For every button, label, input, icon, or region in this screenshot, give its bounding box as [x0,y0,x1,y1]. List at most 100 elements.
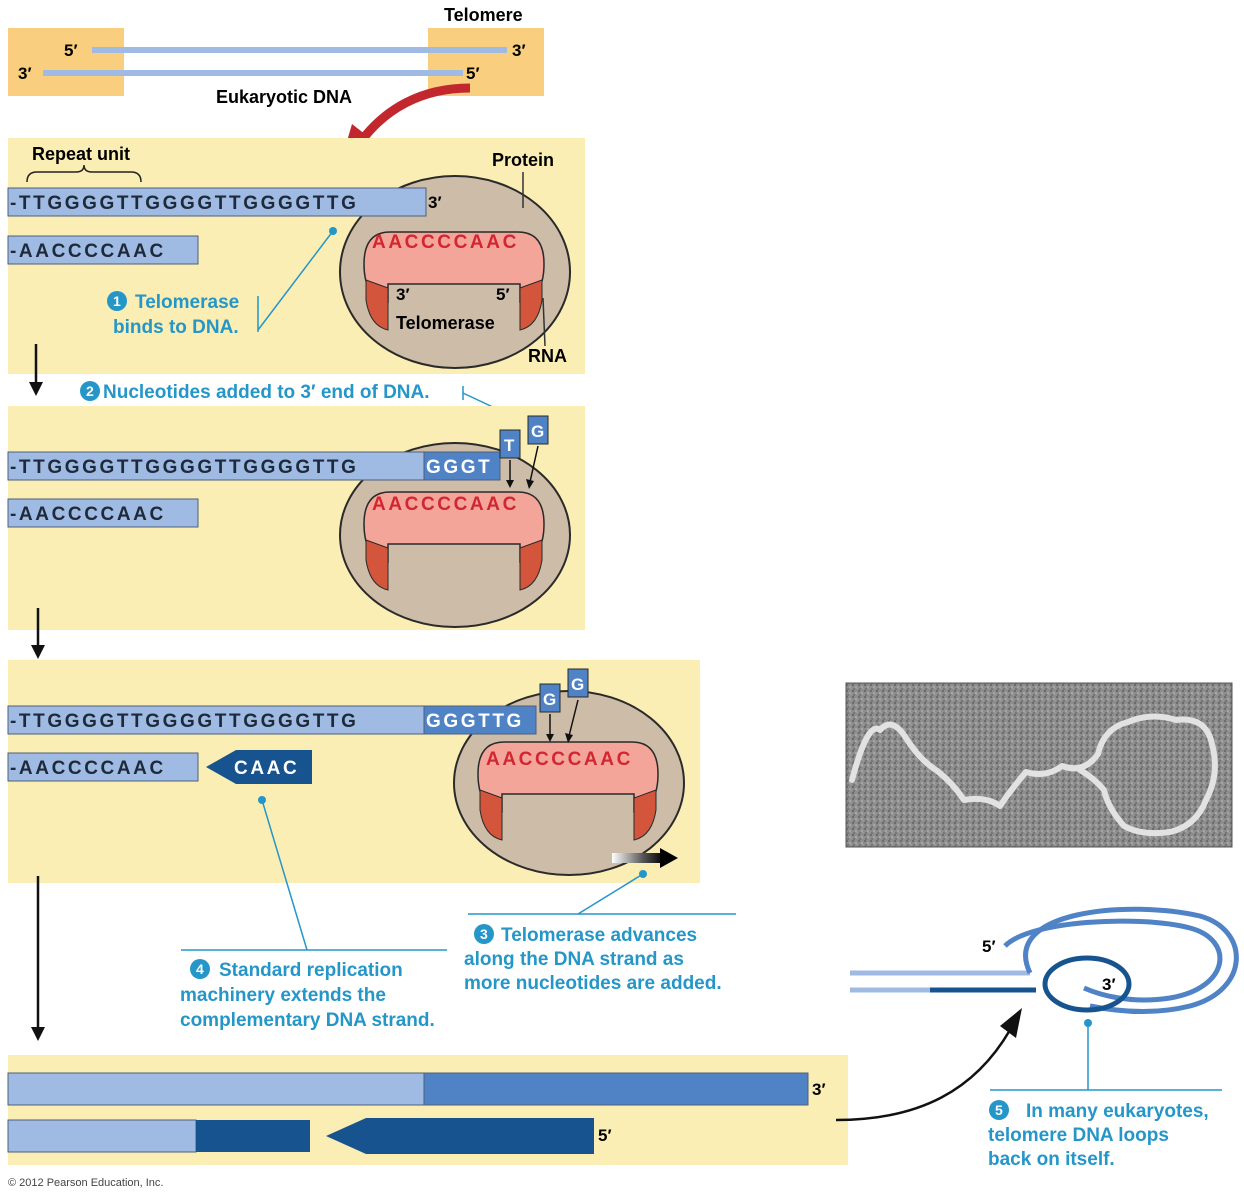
repeat-unit-label: Repeat unit [32,144,130,164]
step5-line1: In many eukaryotes, [1026,1101,1209,1122]
dna-top-strand-3 [7,705,425,735]
t-loop-schematic: 5′ 3′ [850,906,1239,1014]
eukaryotic-dna-label: Eukaryotic DNA [216,87,352,107]
advance-arrow-head [660,848,678,868]
step1-dot [329,227,337,235]
add-arrow-4 [568,699,579,737]
new-bases-3 [423,705,537,735]
incoming-nucleotide-G1-label: G [543,690,556,709]
rna-template-loop [363,231,545,303]
step1-number-badge [107,291,127,311]
dna-top-strand-2 [7,451,425,481]
incoming-nucleotide-T-label: T [504,436,515,455]
dna-strand-top [92,47,507,53]
step3-number-badge [474,924,494,944]
dna-top-three-prime: 3′ [428,193,442,212]
step-5: 5 In many eukaryotes, telomere DNA loops… [988,1019,1222,1170]
advance-arrow-shaft [612,853,664,863]
step5-number: 5 [995,1102,1003,1118]
incoming-nucleotide-T [499,429,521,459]
step1-line1: Telomerase [135,292,239,313]
down-arrow-3-head [31,1027,45,1041]
add-arrow-1-head [506,480,514,488]
step4-line1: Standard replication [219,960,403,981]
step-4: 4 Standard replication machinery extends… [180,796,447,1031]
new-bases-sequence-3: GGGTTG [426,711,524,732]
extended-bottom-new [196,1120,310,1152]
to-loop-arrow-head [1000,1008,1022,1038]
loop-three-prime: 3′ [1102,975,1116,994]
eukaryotic-dna-schematic: Telomere 5′ 3′ 3′ 5′ Eukaryotic DNA [8,5,544,165]
micrograph-frame [845,682,1233,848]
dna-top-sequence-1: -TTGGGGTTGGGGTTGGGGTTG [10,193,359,214]
incoming-nucleotide-G-label: G [531,422,544,441]
dna-top-sequence-2: -TTGGGGTTGGGGTTGGGGTTG [10,457,359,478]
incoming-nucleotide-G [527,415,549,445]
rna-template-loop-3 [477,741,659,813]
new-bases-2 [423,451,501,481]
primer-sequence: CAAC [234,758,299,779]
dna-bottom-sequence-3: -AACCCCAAC [10,758,166,779]
to-loop-arrow [835,1029,1012,1122]
zoom-arrow [358,83,471,143]
extended-bottom-five-prime: 5′ [598,1126,612,1145]
extended-top-new [423,1072,809,1106]
dna-bottom-strand-3 [7,752,199,782]
loop-d-loop [1042,955,1132,1013]
new-bases-sequence-2: GGGT [426,457,492,478]
rna-template-sequence-2: AACCCCAAC [372,494,519,515]
loop-inner [1003,918,1223,1003]
rna-template-loop-2 [363,491,545,563]
dna-bottom-strand-2 [7,498,199,528]
primer-arrow [206,750,312,784]
dna-top-strand-1 [7,187,427,217]
top-three-prime-right: 3′ [512,41,526,60]
loop-five-prime: 5′ [982,937,996,956]
copyright-notice: © 2012 Pearson Education, Inc. [8,1177,163,1189]
telomere-box-right [428,28,544,96]
rna-leader-line [542,297,546,347]
incoming-nucleotide-G2-label: G [571,675,584,694]
step2-number: 2 [86,383,94,399]
step4-leader [261,799,308,951]
down-arrow-2 [31,608,45,659]
dna-strand-bottom [43,70,463,76]
extended-bottom-old [7,1119,197,1153]
rna-three-prime: 3′ [396,285,410,304]
telomere-label: Telomere [444,5,523,25]
panel-2-adding: AACCCCAAC -TTGGGGTTGGGGTTGGGGTTG GGGT -A… [7,406,585,630]
panel-1-binding: Repeat unit Protein AACCCCAAC 3′ 5′ Telo… [7,138,585,374]
dna-bottom-sequence-2: -AACCCCAAC [10,504,166,525]
step3-line2: along the DNA strand as [464,949,684,970]
dna-bottom-strand-1 [7,235,199,265]
step4-line2: machinery extends the [180,985,386,1006]
top-five-prime-right: 5′ [466,64,480,83]
step4-number-badge [190,959,210,979]
rna-template-sequence: AACCCCAAC [372,232,519,253]
step1-leader [257,230,334,331]
rna-end-left [365,279,389,331]
step4-number: 4 [196,961,204,977]
step3-leader [577,873,644,915]
rna-label: RNA [528,346,567,366]
step1-line2: binds to DNA. [113,317,239,338]
step2-text: Nucleotides added to 3′ end of DNA. [103,382,430,403]
step-2: 2 Nucleotides added to 3′ end of DNA. [29,344,520,422]
rna-end-left-2 [365,539,389,591]
rna-five-prime: 5′ [496,285,510,304]
step5-number-badge [989,1100,1009,1120]
panel-3-advancing: AACCCCAAC -TTGGGGTTGGGGTTGGGGTTG GGGTTG … [7,660,700,883]
electron-micrograph [845,682,1233,848]
extended-top-old [7,1072,425,1106]
panel-4-extended: 3′ 5′ [7,1055,848,1165]
extended-bottom-arrow [326,1118,594,1154]
step5-line3: back on itself. [988,1149,1115,1170]
step3-line3: more nucleotides are added. [464,973,722,994]
top-three-prime-left: 3′ [18,64,32,83]
top-five-prime-left: 5′ [64,41,78,60]
protein-label: Protein [492,150,554,170]
step3-number: 3 [480,926,488,942]
step2-number-badge [80,381,100,401]
rna-end-right-3 [633,789,657,841]
